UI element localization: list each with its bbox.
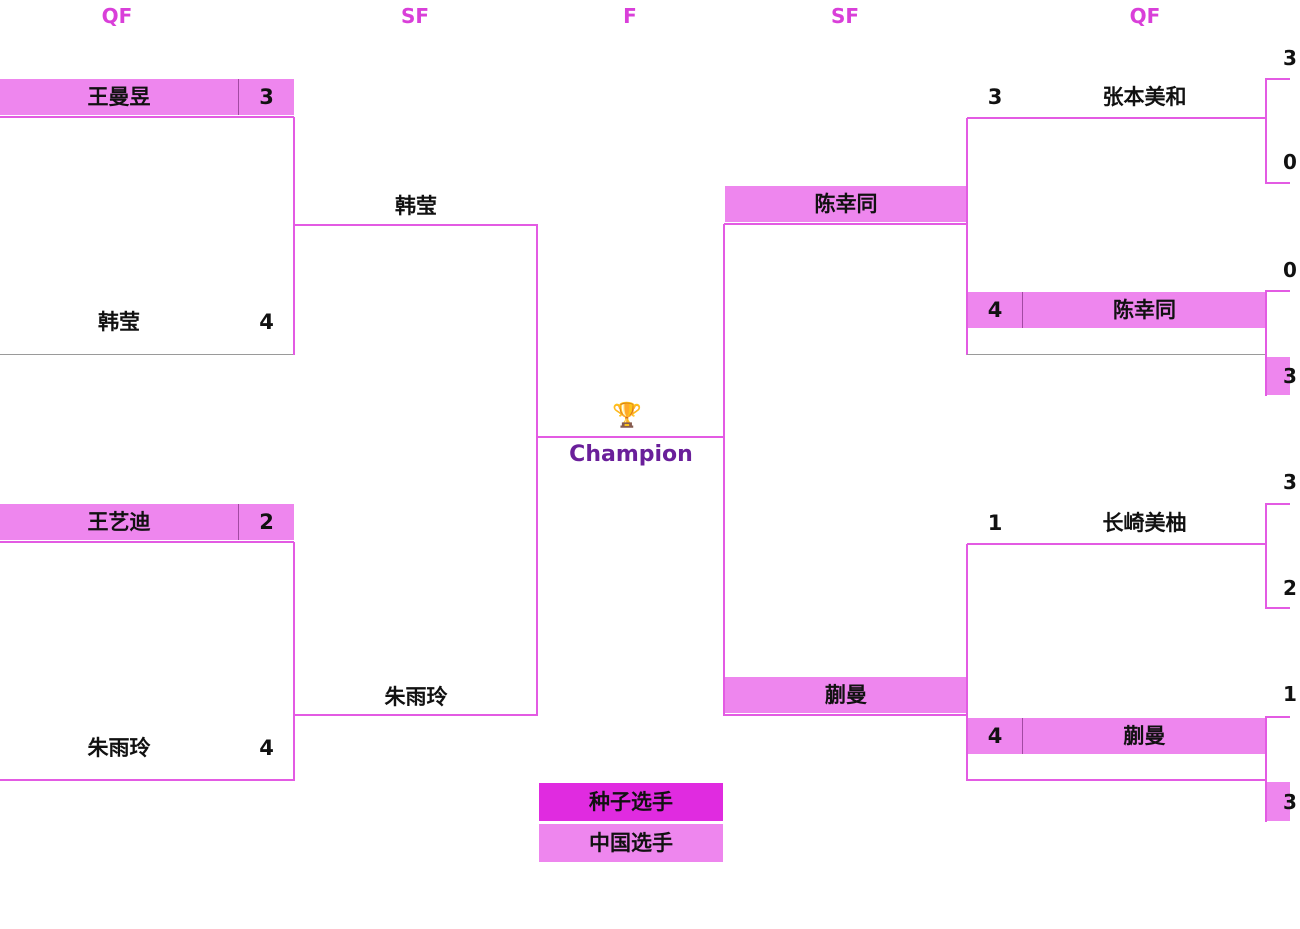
connector-line xyxy=(295,224,538,226)
player-score: 3 xyxy=(987,85,1003,109)
player-name: 朱雨玲 xyxy=(87,736,151,760)
round-header-sf-left: SF xyxy=(400,4,430,28)
player-score: 4 xyxy=(259,310,274,334)
qf-left-1-bottom-entry: 韩莹 4 xyxy=(0,304,294,340)
connector-line xyxy=(1265,78,1267,184)
connector-line xyxy=(1266,716,1290,718)
trophy-icon: 🏆 xyxy=(612,401,642,429)
qf-left-2-bottom-entry: 朱雨玲 4 xyxy=(0,730,294,766)
edge-score: 0 xyxy=(1283,258,1297,282)
sf-right-bottom-entry: 蒯曼 xyxy=(725,677,967,713)
player-name: 王曼昱 xyxy=(87,85,151,109)
legend-seed: 种子选手 xyxy=(539,783,723,821)
connector-line xyxy=(1265,290,1267,396)
connector-line xyxy=(293,542,295,780)
player-name: 王艺迪 xyxy=(87,510,151,534)
edge-score: 3 xyxy=(1283,790,1297,814)
qf-right-2-bottom-entry: 4 蒯曼 xyxy=(968,718,1266,754)
clipped-entry-highlight xyxy=(1267,357,1290,395)
edge-score: 3 xyxy=(1283,470,1297,494)
player-score: 4 xyxy=(987,724,1003,748)
divider-line xyxy=(967,354,1267,355)
connector-line xyxy=(293,117,295,355)
connector-line xyxy=(1266,503,1290,505)
connector-line xyxy=(536,225,538,716)
sf-left-bottom-player: 朱雨玲 xyxy=(384,685,448,709)
champion-label: Champion xyxy=(569,442,693,467)
edge-score: 0 xyxy=(1283,150,1297,174)
round-header-sf-right: SF xyxy=(830,4,860,28)
player-score: 1 xyxy=(987,511,1003,535)
qf-right-1-bottom-entry: 4 陈幸同 xyxy=(968,292,1266,328)
connector-line xyxy=(537,436,724,438)
round-header-final: F xyxy=(623,4,637,28)
round-header-qf-left: QF xyxy=(101,4,133,28)
player-score: 2 xyxy=(259,510,274,534)
player-name: 蒯曼 xyxy=(1123,724,1166,748)
qf-left-2-top-entry: 王艺迪 2 xyxy=(0,504,294,540)
score-divider xyxy=(1022,718,1023,754)
connector-line xyxy=(0,116,294,118)
sf-left-top-player: 韩莹 xyxy=(395,194,437,218)
qf-right-2-top-entry: 1 长崎美柚 xyxy=(968,505,1266,541)
player-score: 3 xyxy=(259,85,274,109)
qf-left-1-top-entry: 王曼昱 3 xyxy=(0,79,294,115)
qf-right-1-top-entry: 3 张本美和 xyxy=(968,79,1266,115)
connector-line xyxy=(295,714,538,716)
round-header-qf-right: QF xyxy=(1129,4,1161,28)
edge-score: 1 xyxy=(1283,682,1297,706)
player-name: 蒯曼 xyxy=(825,683,867,707)
player-name: 陈幸同 xyxy=(1113,298,1176,322)
connector-line xyxy=(0,541,294,543)
connector-line xyxy=(0,779,295,781)
edge-score: 3 xyxy=(1283,364,1297,388)
score-divider xyxy=(1022,292,1023,328)
connector-line xyxy=(1266,182,1290,184)
player-score: 4 xyxy=(987,298,1003,322)
player-name: 陈幸同 xyxy=(814,192,878,216)
legend-china: 中国选手 xyxy=(539,824,723,862)
clipped-entry-highlight xyxy=(1267,782,1290,821)
connector-line xyxy=(967,779,1267,781)
player-name: 长崎美柚 xyxy=(1102,511,1187,535)
connector-line xyxy=(1266,607,1290,609)
divider-line xyxy=(0,354,294,355)
connector-line xyxy=(1266,78,1290,80)
connector-line xyxy=(966,118,968,355)
score-divider xyxy=(238,504,239,540)
player-name: 韩莹 xyxy=(98,310,140,334)
connector-line xyxy=(1265,716,1267,822)
edge-score: 3 xyxy=(1283,46,1297,70)
player-name: 张本美和 xyxy=(1102,85,1187,109)
connector-line xyxy=(723,224,725,716)
score-divider xyxy=(238,79,239,115)
connector-line xyxy=(1266,290,1290,292)
connector-line xyxy=(967,117,1267,119)
connector-line xyxy=(967,543,1267,545)
player-score: 4 xyxy=(259,736,274,760)
connector-line xyxy=(1265,503,1267,609)
sf-right-top-entry: 陈幸同 xyxy=(725,186,967,222)
connector-line xyxy=(724,223,968,225)
connector-line xyxy=(724,714,968,716)
edge-score: 2 xyxy=(1283,576,1297,600)
connector-line xyxy=(966,544,968,781)
